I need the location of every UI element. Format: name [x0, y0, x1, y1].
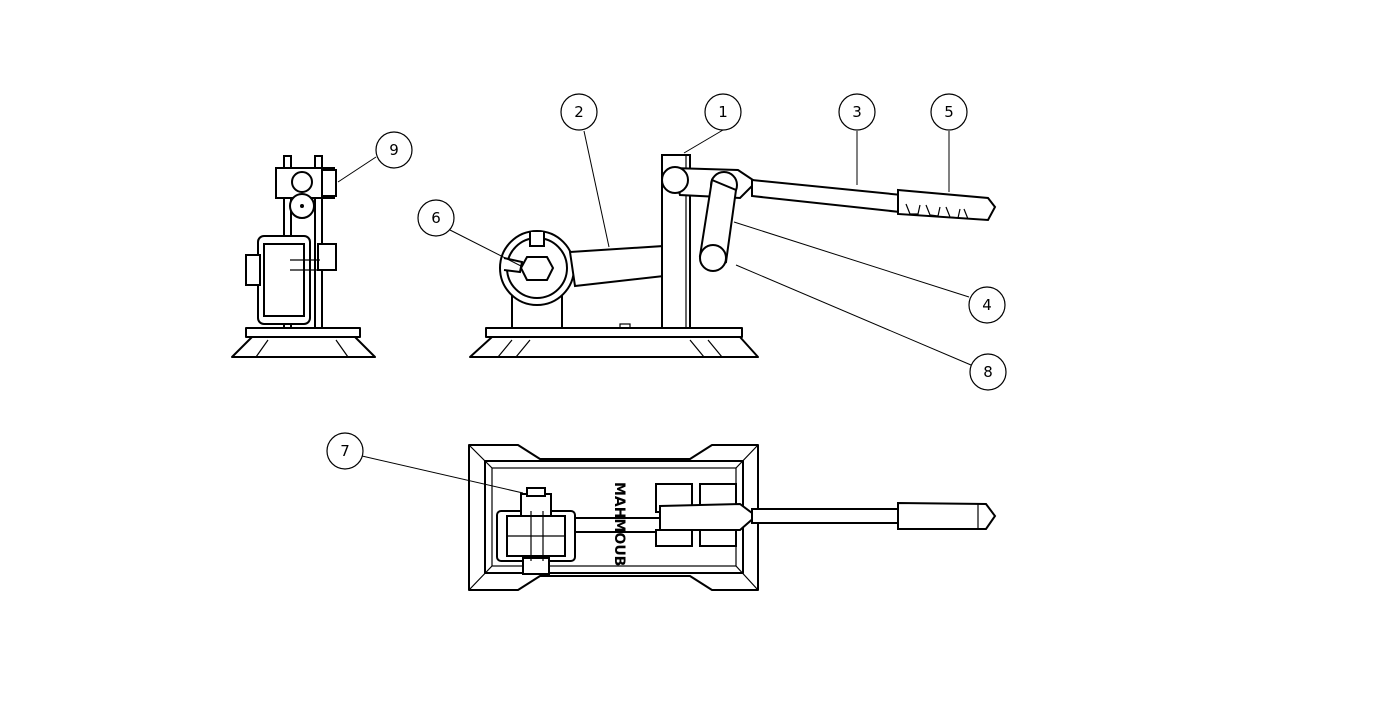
balloon-2: 2: [560, 93, 598, 131]
balloon-1: 1: [704, 93, 742, 131]
balloon-6-label: 6: [431, 209, 441, 227]
leader-lines: [337, 129, 972, 494]
balloon-3: 3: [838, 93, 876, 131]
balloon-3-label: 3: [852, 103, 862, 121]
front-view: [469, 154, 997, 358]
balloon-2-label: 2: [574, 103, 584, 121]
balloon-6: 6: [417, 199, 455, 237]
balloon-8: 8: [969, 353, 1007, 391]
balloon-9-label: 9: [389, 141, 399, 159]
balloon-7-label: 7: [340, 442, 350, 460]
balloon-4: 4: [968, 286, 1006, 324]
engraving-text: MAHMOUB: [611, 482, 627, 566]
balloon-4-label: 4: [982, 296, 992, 314]
balloon-8-label: 8: [983, 363, 993, 381]
top-view: MAHMOUB: [468, 444, 997, 591]
side-view: [231, 155, 376, 358]
balloon-1-label: 1: [718, 103, 728, 121]
balloon-7: 7: [326, 432, 364, 470]
balloon-9: 9: [375, 131, 413, 169]
balloon-5: 5: [930, 93, 968, 131]
balloon-5-label: 5: [944, 103, 954, 121]
